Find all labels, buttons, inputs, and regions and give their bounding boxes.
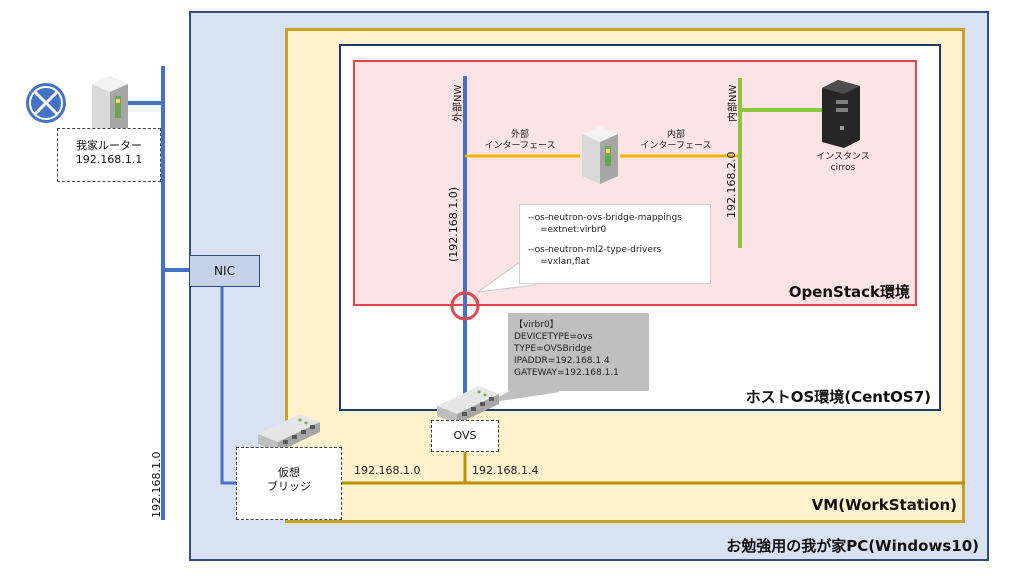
internal-network-name: 内部NW (728, 84, 739, 122)
internal-interface-label-line2: インターフェース (640, 141, 712, 151)
ovs-label-box: OVS (431, 420, 499, 452)
packstack-options-callout: --os-neutron-ovs-bridge-mappings =extnet… (519, 204, 711, 284)
instance-label-line2: cirros (830, 163, 856, 173)
host-environment-title: ホストOS環境(CentOS7) (745, 388, 931, 406)
pc-environment-title: お勉強用の我が家PC(Windows10) (726, 537, 979, 555)
vm-network-right-label: 192.168.1.4 (472, 464, 539, 477)
connection-highlight-circle (450, 291, 480, 321)
virtual-bridge-label-line2: ブリッジ (267, 480, 311, 493)
home-router-label: 我家ルーター 192.168.1.1 (57, 128, 161, 182)
virbr0-line5: GATEWAY=192.168.1.1 (514, 368, 619, 378)
options-line2: =extnet:virbr0 (540, 225, 607, 235)
neutron-router-icon (582, 126, 618, 184)
internal-interface-label: 内部 インターフェース (636, 130, 716, 152)
router-icon (26, 83, 66, 123)
nic-bridge-link (220, 287, 238, 485)
vm-network-left-label: 192.168.1.0 (354, 464, 421, 477)
home-router-ip: 192.168.1.1 (75, 153, 143, 166)
physical-network-label: 192.168.1.0 (150, 451, 163, 518)
home-router-name: 我家ルーター (76, 139, 142, 152)
home-router-device-icon (92, 76, 128, 136)
ovs-switch-icon (437, 386, 499, 424)
nic-box: NIC (189, 255, 260, 287)
instance-server-icon (822, 80, 860, 148)
vm-environment-title: VM(WorkStation) (811, 496, 957, 514)
virtual-bridge-label: 仮想 ブリッジ (236, 447, 342, 520)
options-line3: --os-neutron-ml2-type-drivers (528, 245, 662, 255)
external-interface-label-line2: インターフェース (484, 141, 556, 151)
virbr0-line1: 【virbr0】 (514, 320, 559, 330)
options-line4: =vxlan,flat (540, 257, 590, 267)
virbr0-line4: IPADDR=192.168.1.4 (514, 356, 610, 366)
internal-network-cidr: 192.168.2.0 (725, 151, 738, 218)
external-interface-label-line1: 外部 (510, 130, 529, 140)
virbr0-config-callout: 【virbr0】 DEVICETYPE=ovs TYPE=OVSBridge I… (508, 313, 649, 391)
virtual-bridge-label-line1: 仮想 (278, 466, 300, 479)
ovs-label: OVS (453, 429, 477, 442)
internal-interface-label-line1: 内部 (666, 130, 685, 140)
instance-label-line1: インスタンス (816, 152, 870, 162)
virbr0-line2: DEVICETYPE=ovs (514, 332, 593, 342)
external-network-name: 外部NW (453, 84, 464, 122)
external-interface-label: 外部 インターフェース (480, 130, 560, 152)
instance-label: インスタンス cirros (805, 152, 881, 174)
virtual-bridge-switch-icon (258, 414, 320, 452)
options-line1: --os-neutron-ovs-bridge-mappings (528, 213, 682, 223)
nic-label: NIC (214, 264, 235, 278)
openstack-environment-title: OpenStack環境 (788, 283, 910, 301)
virbr0-line3: TYPE=OVSBridge (514, 344, 592, 354)
external-network-cidr: (192.168.1.0) (447, 186, 460, 262)
